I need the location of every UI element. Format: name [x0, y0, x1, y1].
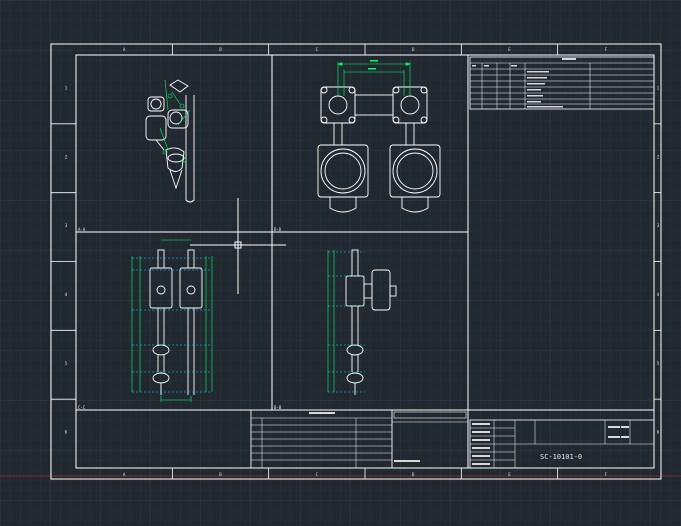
view-labels: A-A B-B C-C D-D	[78, 227, 282, 410]
zone-label-right: 6	[657, 430, 660, 435]
zone-label-right: 4	[657, 292, 660, 297]
isometric-valve-view	[145, 79, 195, 203]
view-title-d: D-D	[274, 227, 282, 232]
zone-label-top: D	[412, 47, 415, 52]
front-elevation-dimensions	[131, 239, 213, 402]
zone-label-bottom: C	[316, 472, 319, 477]
top-view-dimensions	[337, 60, 411, 96]
zone-label-top: A	[123, 47, 126, 52]
zone-label-bottom: B	[219, 472, 222, 477]
top-view-valves	[317, 86, 441, 213]
zone-label-right: 3	[657, 223, 660, 228]
view-title-a: A-A	[78, 227, 86, 232]
crosshair-cursor-icon	[190, 198, 286, 294]
view-title-c: C-C	[78, 405, 86, 410]
zone-label-top: B	[219, 47, 222, 52]
zone-label-right: 1	[657, 85, 660, 90]
view-dividers	[76, 55, 654, 468]
zone-label-right: 2	[657, 154, 660, 159]
zone-label-left: 2	[65, 154, 68, 159]
zone-label-left: 5	[65, 361, 68, 366]
zone-label-left: 4	[65, 292, 68, 297]
view-title-b: B-B	[274, 405, 282, 410]
zone-label-bottom: A	[123, 472, 126, 477]
front-elevation-view	[149, 249, 203, 395]
zone-markers: A A B B C C D D E E F F 1 1 2 2 3 3 4 4 5 5 6 6	[51, 44, 661, 479]
zone-label-left: 3	[65, 223, 68, 228]
side-elevation-view	[345, 249, 397, 395]
zone-label-right: 5	[657, 361, 660, 366]
zone-label-left: 6	[65, 430, 68, 435]
zone-label-top: E	[508, 47, 511, 52]
drawing-number: SC-10101-0	[540, 453, 582, 461]
side-elevation-dimensions	[327, 250, 365, 393]
zone-label-bottom: F	[605, 472, 608, 477]
zone-label-top: F	[605, 47, 608, 52]
parts-list-table	[469, 56, 655, 110]
zone-label-bottom: D	[412, 472, 415, 477]
zone-label-top: C	[316, 47, 319, 52]
isometric-dimensions	[159, 79, 191, 163]
zone-label-bottom: E	[508, 472, 511, 477]
zone-label-left: 1	[65, 85, 68, 90]
title-block: SC-10101-0	[250, 409, 655, 469]
